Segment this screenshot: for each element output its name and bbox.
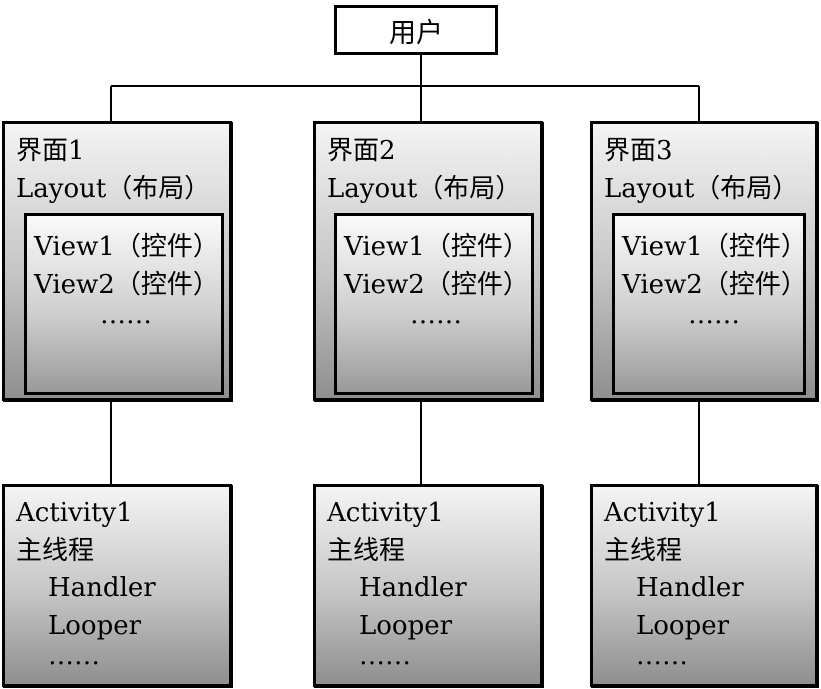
layout-container: View1（控件） View2（控件） …… [334, 213, 534, 395]
activity-name: Activity1 [327, 498, 444, 528]
looper-label: Looper [359, 611, 453, 641]
main-thread-label: 主线程 [16, 536, 95, 566]
activity-node-3: Activity1 主线程 Handler Looper …… [590, 484, 818, 687]
activity-name: Activity1 [604, 498, 721, 528]
view1-label: View1（控件） [622, 232, 807, 262]
view2-label: View2（控件） [344, 270, 529, 300]
activity-node-2: Activity1 主线程 Handler Looper …… [313, 484, 543, 687]
activity-name: Activity1 [16, 498, 133, 528]
layout-label: Layout（布局） [604, 174, 799, 204]
user-node: 用户 [334, 5, 498, 55]
layout-label: Layout（布局） [327, 174, 522, 204]
ellipsis: …… [48, 641, 100, 671]
ellipsis: …… [100, 300, 152, 330]
handler-label: Handler [48, 573, 156, 603]
activity-node-1: Activity1 主线程 Handler Looper …… [2, 484, 232, 687]
screen-title: 界面3 [604, 136, 673, 166]
main-thread-label: 主线程 [604, 536, 683, 566]
user-label: 用户 [389, 17, 443, 49]
ellipsis: …… [410, 300, 462, 330]
screen-node-3: 界面3 Layout（布局） View1（控件） View2（控件） …… [590, 121, 818, 401]
view1-label: View1（控件） [344, 232, 529, 262]
view1-label: View1（控件） [34, 232, 219, 262]
ellipsis: …… [359, 641, 411, 671]
main-thread-label: 主线程 [327, 536, 406, 566]
looper-label: Looper [48, 611, 142, 641]
screen-node-2: 界面2 Layout（布局） View1（控件） View2（控件） …… [313, 121, 543, 401]
screen-node-1: 界面1 Layout（布局） View1（控件） View2（控件） …… [2, 121, 232, 401]
view2-label: View2（控件） [622, 270, 807, 300]
ellipsis: …… [688, 300, 740, 330]
ellipsis: …… [636, 641, 688, 671]
view2-label: View2（控件） [34, 270, 219, 300]
layout-container: View1（控件） View2（控件） …… [24, 213, 224, 395]
layout-label: Layout（布局） [16, 174, 211, 204]
screen-title: 界面1 [16, 136, 85, 166]
handler-label: Handler [636, 573, 744, 603]
handler-label: Handler [359, 573, 467, 603]
screen-title: 界面2 [327, 136, 396, 166]
looper-label: Looper [636, 611, 730, 641]
layout-container: View1（控件） View2（控件） …… [612, 213, 807, 395]
